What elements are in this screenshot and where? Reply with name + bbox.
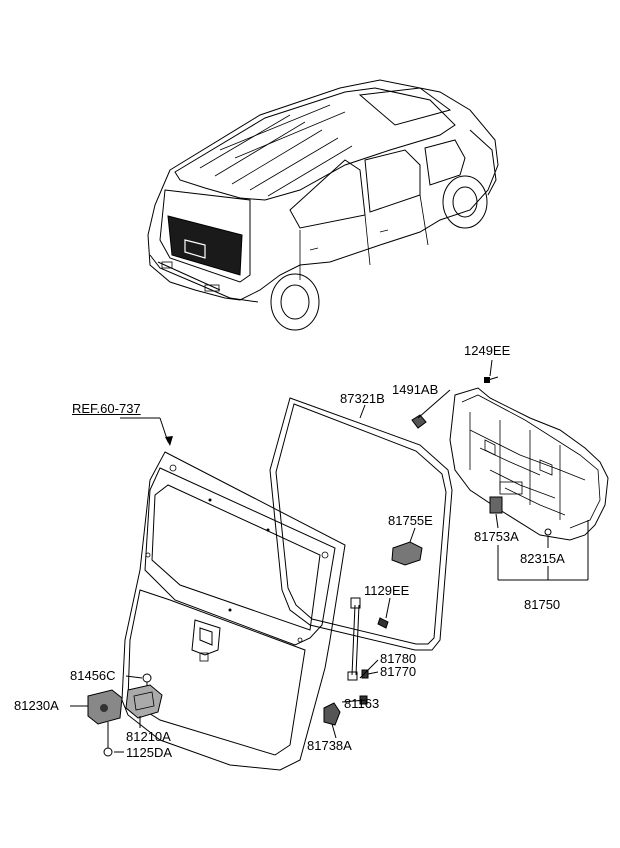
part-label-1491ab: 1491AB [392,382,439,397]
part-label-81750: 81750 [524,597,561,612]
cover-81755e [391,541,423,566]
part-label-81755e: 81755E [388,513,433,528]
bracket-81210a [125,684,163,719]
clip-82315a [544,528,552,536]
ref-label: REF.60-737 [72,401,141,416]
clip-1491ab [411,414,427,429]
car-illustration [147,79,499,331]
screw-1249ee [484,376,499,383]
part-label-81780: 81780 [380,651,417,666]
latch-81753a [489,496,503,514]
leader-lines [70,359,589,753]
tailgate-panel [121,451,346,771]
bumper-81738a [323,702,341,726]
part-label-1125da: 1125DA [126,745,173,760]
weatherstrip [269,397,453,651]
part-label-81738a: 81738A [307,738,352,753]
trim-panel [449,387,609,541]
part-label-81456c: 81456C [70,668,116,683]
part-label-81753a: 81753A [474,529,519,544]
part-label-87321b: 87321B [340,391,385,406]
part-label-81230a: 81230A [14,698,59,713]
part-label-81163: 81163 [344,696,380,711]
part-label-82315a: 82315A [520,551,565,566]
part-label-1129ee: 1129EE [364,583,410,598]
part-label-1249ee: 1249EE [464,343,511,358]
gas-strut [347,597,361,681]
latch-81230a [87,689,123,725]
bolt-1125da [103,722,113,757]
bolt-1129ee [377,617,389,629]
part-label-81770: 81770 [380,664,417,679]
part-label-81210a: 81210A [126,729,171,744]
